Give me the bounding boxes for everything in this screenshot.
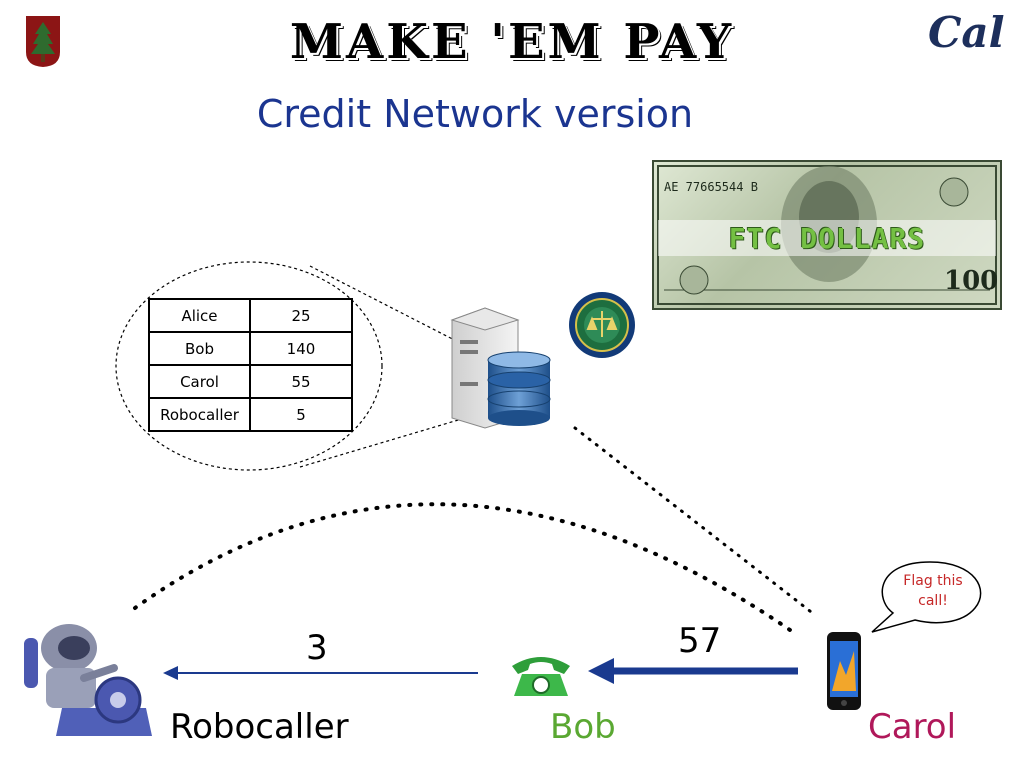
ledger-table: Alice 25 Bob 140 Carol 55 Robocaller 5 (148, 298, 353, 432)
ledger-name: Robocaller (148, 397, 251, 432)
dotted-server-carol (573, 426, 817, 617)
green-phone-icon (508, 652, 574, 700)
server-database-icon (440, 300, 560, 430)
speech-bubble (871, 561, 982, 633)
page-title: MAKE 'EM PAY (289, 14, 735, 70)
ledger-balance: 140 (249, 331, 353, 366)
smartphone-icon (826, 631, 862, 711)
dotted-arc (133, 502, 792, 632)
table-row: Robocaller 5 (148, 397, 353, 432)
speech-bubble-text: Flag this call! (903, 573, 963, 609)
ledger-balance: 5 (249, 397, 353, 432)
ledger-balance: 55 (249, 364, 353, 399)
node-label-bob: Bob (550, 707, 616, 747)
table-row: Carol 55 (148, 364, 353, 399)
ledger-balance: 25 (249, 298, 353, 333)
table-row: Alice 25 (148, 298, 353, 333)
zoom-line-bottom (299, 417, 466, 468)
cal-logo-icon: Cal (928, 8, 1005, 57)
table-row: Bob 140 (148, 331, 353, 366)
zoom-ellipse (115, 261, 383, 471)
bill-serial: AE 77665544 B (664, 180, 758, 194)
page-subtitle: Credit Network version (256, 92, 694, 136)
edge-label-carol-bob: 57 (678, 621, 722, 661)
ftc-seal-icon (568, 291, 636, 359)
bill-label: FTC DOLLARS (728, 222, 926, 255)
bill-engraving (657, 165, 997, 305)
ledger-name: Alice (148, 298, 251, 333)
edge-label-bob-robocaller: 3 (306, 628, 328, 668)
node-label-robocaller: Robocaller (170, 707, 349, 747)
ftc-dollar-bill: AE 77665544 B FTC DOLLARS 100 (652, 160, 1002, 310)
stanford-tree-icon (24, 14, 62, 68)
ledger-name: Bob (148, 331, 251, 366)
node-label-carol: Carol (868, 707, 957, 747)
robot-phone-icon (14, 618, 164, 743)
ledger-name: Carol (148, 364, 251, 399)
bill-denomination: 100 (944, 266, 999, 296)
